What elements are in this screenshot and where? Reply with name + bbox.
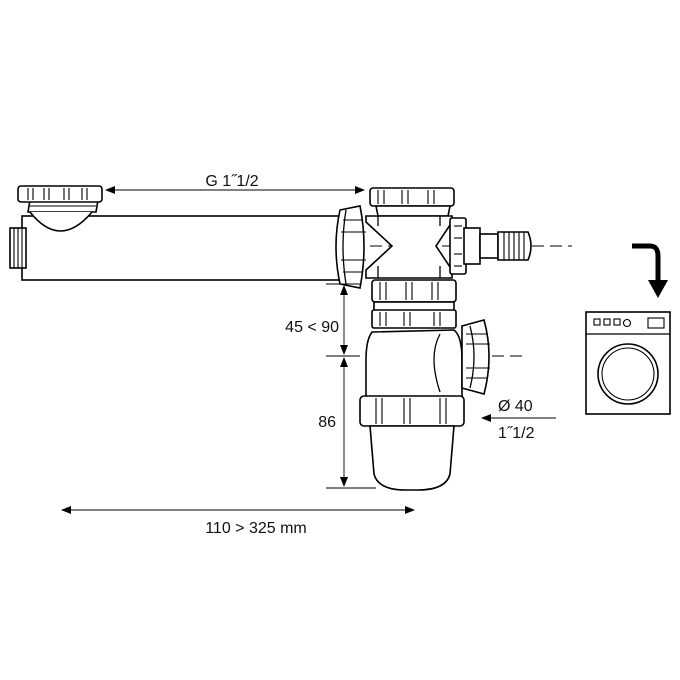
length-range-label: 110 > 325 mm (205, 520, 307, 537)
left-inlet-nut (17, 185, 103, 232)
tee-junction (365, 187, 455, 279)
diameter-label: Ø 40 (498, 398, 533, 415)
thread-label: G 1˝1/2 (205, 173, 258, 190)
appliance-hose-connector (449, 217, 532, 275)
angle-range-label: 45 < 90 (285, 319, 339, 336)
tee-lower-nut (371, 279, 457, 303)
height-label: 86 (318, 414, 336, 431)
bottle-trap (359, 319, 490, 491)
washing-machine-icon (585, 311, 671, 415)
pipe-compression-nut (335, 205, 366, 289)
down-turn-arrow-icon (632, 243, 668, 298)
outlet-thread-label: 1˝1/2 (498, 425, 535, 442)
vertical-connector (371, 301, 457, 329)
